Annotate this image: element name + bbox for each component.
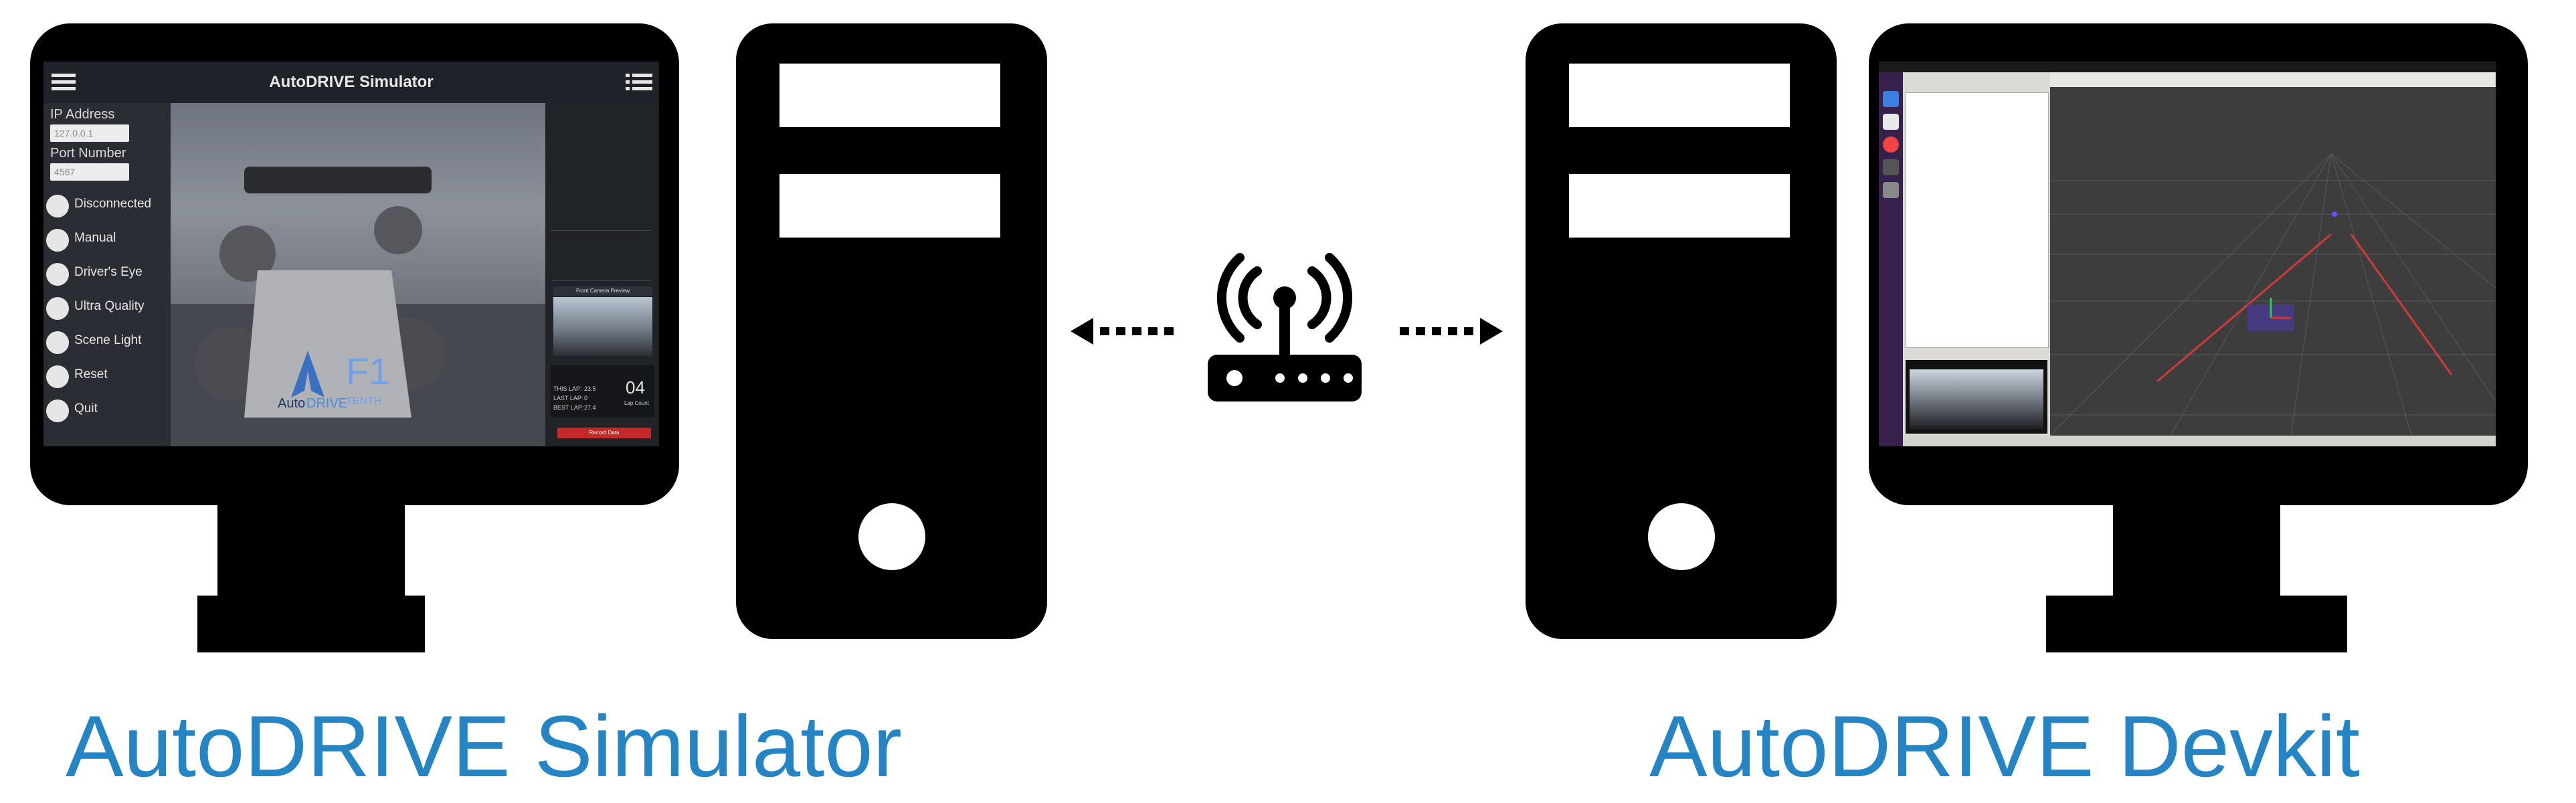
sensor-readouts: [551, 234, 651, 281]
ip-address-input[interactable]: 127.0.0.1: [50, 124, 129, 142]
lap-timer-panel: THIS LAP: 23.5 LAST LAP: 0 BEST LAP: 27.…: [551, 365, 654, 418]
last-lap-label: LAST LAP:: [553, 395, 583, 402]
record-data-button[interactable]: Record Data: [557, 428, 651, 438]
files-icon[interactable]: [1883, 114, 1899, 130]
last-lap-value: 0: [584, 395, 588, 402]
navigation-arrow-icon: [46, 229, 69, 252]
reset-button[interactable]: Reset: [43, 362, 171, 389]
scene-light-button[interactable]: Scene Light: [43, 328, 171, 355]
rviz-grid-render: [2050, 153, 2496, 436]
port-number-input[interactable]: 4567: [50, 163, 129, 181]
camera-panel: [1906, 360, 2047, 434]
simulator-title-bar: [43, 62, 659, 103]
rviz-toolbar: [1903, 72, 2496, 87]
simulator-control-panel: IP Address 127.0.0.1 Port Number 4567 Di…: [43, 103, 171, 446]
dotted-arrow-left-icon: [1071, 318, 1174, 345]
reset-icon: [46, 365, 69, 388]
drive-mode-button[interactable]: Manual: [43, 226, 171, 252]
browser-icon[interactable]: [1883, 137, 1899, 153]
best-lap-label: BEST LAP:: [553, 404, 584, 411]
terminal-icon[interactable]: [1883, 159, 1899, 175]
graphics-quality-button[interactable]: Ultra Quality: [43, 294, 171, 321]
this-lap-value: 23.5: [584, 385, 596, 392]
port-number-label: Port Number: [50, 146, 126, 161]
rviz-3d-view: [2050, 87, 2496, 436]
ip-address-label: IP Address: [50, 107, 115, 122]
sun-icon: [46, 331, 69, 354]
ubuntu-top-bar: [1879, 62, 2496, 72]
vscode-icon[interactable]: [1883, 91, 1899, 107]
connection-icon: [46, 195, 69, 217]
lap-count-value: 04: [626, 377, 645, 397]
devkit-rviz-screen: [1879, 62, 2496, 446]
simulator-title: AutoDRIVE Simulator: [269, 73, 434, 91]
rviz-displays-panel: [1903, 72, 2050, 446]
aperture-icon: [46, 297, 69, 320]
camera-preview-image: [553, 297, 652, 356]
displays-tree[interactable]: [1906, 92, 2049, 348]
camera-preview-title: Front Camera Preview: [553, 286, 652, 296]
list-menu-icon[interactable]: [624, 70, 654, 95]
quit-label: Quit: [74, 402, 98, 416]
ubuntu-launcher: [1879, 72, 1903, 446]
lap-count-label: Lap Count: [624, 400, 649, 406]
dotted-arrow-right-icon: [1400, 318, 1503, 345]
rviz-app-icon[interactable]: [1883, 182, 1899, 198]
simulator-telemetry-panel: Front Camera Preview THIS LAP: 23.5 LAST…: [545, 103, 659, 446]
best-lap-value: 27.4: [584, 404, 596, 411]
wifi-router-icon: [1208, 253, 1362, 402]
camera-feed-image: [1910, 369, 2043, 430]
simulator-screen: AutoDRIVE Simulator IP Address 127.0.0.1…: [43, 62, 659, 446]
connection-button[interactable]: Disconnected: [43, 191, 171, 218]
f1tenth-car-render: Auto DRIVE F1 TENTH: [171, 167, 545, 446]
scene-light-label: Scene Light: [74, 333, 142, 347]
rviz-status-bar: [1903, 436, 2496, 446]
right-computer-tower-icon: [1526, 23, 1837, 639]
car-logo-auto: Auto: [278, 396, 305, 411]
simulator-caption: AutoDRIVE Simulator: [66, 697, 902, 795]
car-tenth-text: TENTH: [346, 395, 381, 407]
hamburger-menu-icon[interactable]: [49, 70, 78, 95]
devkit-caption: AutoDRIVE Devkit: [1649, 697, 2361, 795]
camera-icon: [46, 263, 69, 286]
car-f1-text: F1: [346, 350, 389, 392]
camera-view-button[interactable]: Driver's Eye: [43, 260, 171, 286]
telemetry-readouts: [551, 110, 651, 231]
car-logo-drive: DRIVE: [306, 396, 347, 411]
this-lap-label: THIS LAP:: [553, 385, 582, 392]
simulator-3d-viewport: Auto DRIVE F1 TENTH: [171, 103, 545, 446]
graphics-quality-label: Ultra Quality: [74, 299, 145, 313]
quit-button[interactable]: Quit: [43, 396, 171, 423]
camera-view-label: Driver's Eye: [74, 265, 143, 279]
connection-label: Disconnected: [74, 197, 152, 211]
left-computer-tower-icon: [736, 23, 1047, 639]
drive-mode-label: Manual: [74, 231, 116, 245]
power-icon: [46, 399, 69, 422]
reset-label: Reset: [74, 367, 108, 381]
